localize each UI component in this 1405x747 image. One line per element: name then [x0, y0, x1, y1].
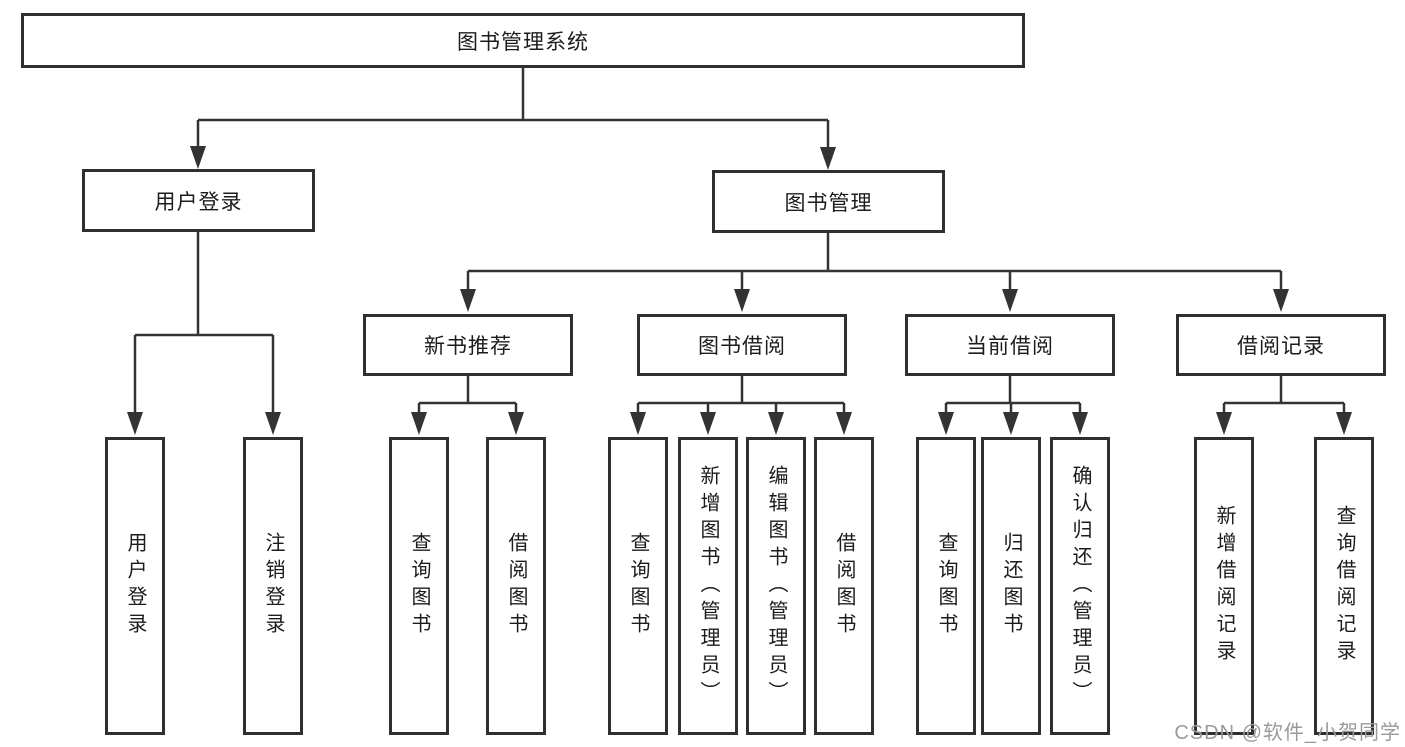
leaf-add-borrow-record: 新增借阅记录	[1194, 437, 1254, 735]
node-label: 用户登录	[124, 532, 146, 640]
node-label: 查询图书	[935, 532, 957, 640]
node-label: 新增图书（管理员）	[697, 464, 719, 708]
node-label: 确认归还（管理员）	[1069, 464, 1091, 708]
leaf-query-books-recommend: 查询图书	[389, 437, 449, 735]
leaf-confirm-return-admin: 确认归还（管理员）	[1050, 437, 1110, 735]
node-label: 用户登录	[154, 190, 243, 214]
leaf-borrow-books-borrowing: 借阅图书	[814, 437, 874, 735]
leaf-query-books-borrowing: 查询图书	[608, 437, 668, 735]
connector-book-borrowing	[630, 376, 852, 435]
node-label: 借阅图书	[505, 532, 527, 640]
node-book-management: 图书管理	[712, 170, 945, 233]
node-label: 图书管理	[784, 191, 873, 215]
node-user-login: 用户登录	[82, 169, 315, 232]
node-label: 图书借阅	[698, 335, 786, 358]
csdn-watermark: CSDN @软件_小贺同学	[1174, 722, 1401, 744]
leaf-add-books-admin: 新增图书（管理员）	[678, 437, 738, 735]
node-label: 编辑图书（管理员）	[765, 464, 787, 708]
node-label: 查询借阅记录	[1333, 505, 1355, 667]
node-book-borrowing: 图书借阅	[637, 314, 847, 376]
connector-book-management	[460, 233, 1289, 312]
connector-new-book-recommendation	[411, 376, 524, 435]
node-label: 查询图书	[627, 532, 649, 640]
connector-root	[190, 68, 836, 170]
node-label: 归还图书	[1000, 532, 1022, 640]
leaf-edit-books-admin: 编辑图书（管理员）	[746, 437, 806, 735]
leaf-user-login: 用户登录	[105, 437, 165, 735]
leaf-query-borrow-record: 查询借阅记录	[1314, 437, 1374, 735]
node-new-book-recommendation: 新书推荐	[363, 314, 573, 376]
leaf-query-books-current: 查询图书	[916, 437, 976, 735]
node-label: 新增借阅记录	[1213, 505, 1235, 667]
node-label: 图书管理系统	[457, 30, 589, 54]
connector-current-borrowing	[938, 376, 1088, 435]
node-label: 新书推荐	[424, 335, 512, 358]
node-label: 当前借阅	[966, 335, 1054, 358]
node-label: 查询图书	[408, 532, 430, 640]
node-label: 借阅记录	[1237, 335, 1325, 358]
node-library-system: 图书管理系统	[21, 13, 1025, 68]
leaf-borrow-books-recommend: 借阅图书	[486, 437, 546, 735]
connector-borrowing-records	[1216, 376, 1352, 435]
node-borrowing-records: 借阅记录	[1176, 314, 1386, 376]
leaf-return-books: 归还图书	[981, 437, 1041, 735]
connector-user-login	[127, 232, 281, 435]
node-label: 借阅图书	[833, 532, 855, 640]
leaf-logout: 注销登录	[243, 437, 303, 735]
node-current-borrowing: 当前借阅	[905, 314, 1115, 376]
node-label: 注销登录	[262, 532, 284, 640]
